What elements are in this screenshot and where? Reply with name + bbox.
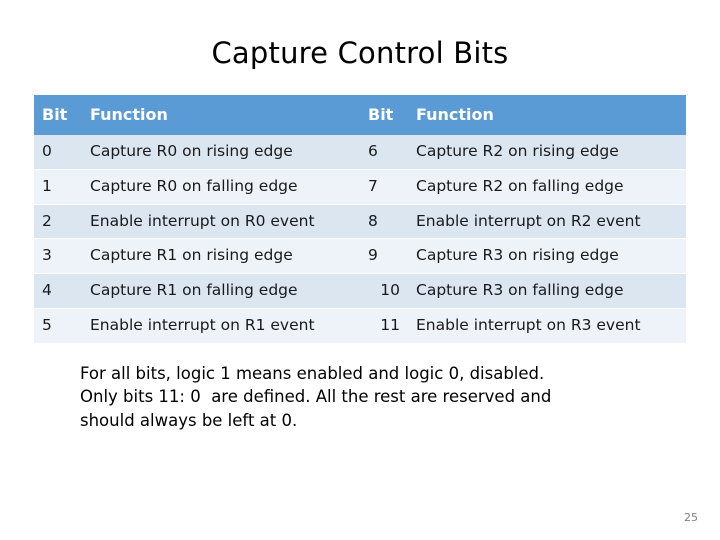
cell-bit-left: 3: [34, 238, 82, 275]
table-row: 5 Enable interrupt on R1 event 11 Enable…: [34, 308, 686, 344]
capture-control-bits-table: Bit Function Bit Function 0 Capture R0 o…: [34, 95, 686, 344]
cell-bit-left: 2: [34, 204, 82, 240]
cell-function-right: Capture R2 on falling edge: [408, 169, 686, 205]
footnote-line-3: should always be left at 0.: [80, 410, 298, 430]
table-row: 2 Enable interrupt on R0 event 8 Enable …: [34, 204, 686, 240]
table-row: 4 Capture R1 on falling edge 10 Capture …: [34, 273, 686, 310]
cell-function-right: Capture R3 on rising edge: [408, 238, 686, 275]
cell-bit-left: 4: [34, 273, 82, 310]
cell-function-right: Enable interrupt on R2 event: [408, 204, 686, 240]
cell-bit-right: 6: [360, 135, 408, 170]
cell-function-left: Capture R0 on rising edge: [82, 135, 360, 170]
column-header-function-right: Function: [408, 95, 686, 135]
footnote: For all bits, logic 1 means enabled and …: [0, 362, 720, 432]
cell-bit-right: 11: [360, 308, 408, 344]
cell-bit-right: 7: [360, 169, 408, 205]
cell-bit-right: 9: [360, 238, 408, 275]
column-header-function-left: Function: [82, 95, 360, 135]
cell-function-left: Capture R1 on rising edge: [82, 238, 360, 275]
table-row: 0 Capture R0 on rising edge 6 Capture R2…: [34, 135, 686, 170]
capture-control-bits-table-container: Bit Function Bit Function 0 Capture R0 o…: [0, 95, 720, 344]
page-number: 25: [684, 511, 698, 524]
cell-bit-left: 1: [34, 169, 82, 205]
cell-bit-left: 5: [34, 308, 82, 344]
table-body: 0 Capture R0 on rising edge 6 Capture R2…: [34, 135, 686, 344]
cell-function-left: Enable interrupt on R1 event: [82, 308, 360, 344]
table-header: Bit Function Bit Function: [34, 95, 686, 135]
table-row: 3 Capture R1 on rising edge 9 Capture R3…: [34, 238, 686, 275]
footnote-line-1: For all bits, logic 1 means enabled and …: [80, 363, 545, 383]
cell-function-left: Capture R1 on falling edge: [82, 273, 360, 310]
page-title: Capture Control Bits: [211, 36, 509, 70]
cell-function-left: Enable interrupt on R0 event: [82, 204, 360, 240]
cell-function-right: Enable interrupt on R3 event: [408, 308, 686, 344]
table-header-row: Bit Function Bit Function: [34, 95, 686, 135]
cell-function-right: Capture R3 on falling edge: [408, 273, 686, 310]
column-header-bit-right: Bit: [360, 95, 408, 135]
cell-bit-left: 0: [34, 135, 82, 170]
footnote-line-2: Only bits 11: 0 are defined. All the res…: [80, 387, 552, 407]
cell-function-left: Capture R0 on falling edge: [82, 169, 360, 205]
cell-bit-right: 10: [360, 273, 408, 310]
cell-bit-right: 8: [360, 204, 408, 240]
cell-function-right: Capture R2 on rising edge: [408, 135, 686, 170]
table-row: 1 Capture R0 on falling edge 7 Capture R…: [34, 169, 686, 205]
column-header-bit-left: Bit: [34, 95, 82, 135]
